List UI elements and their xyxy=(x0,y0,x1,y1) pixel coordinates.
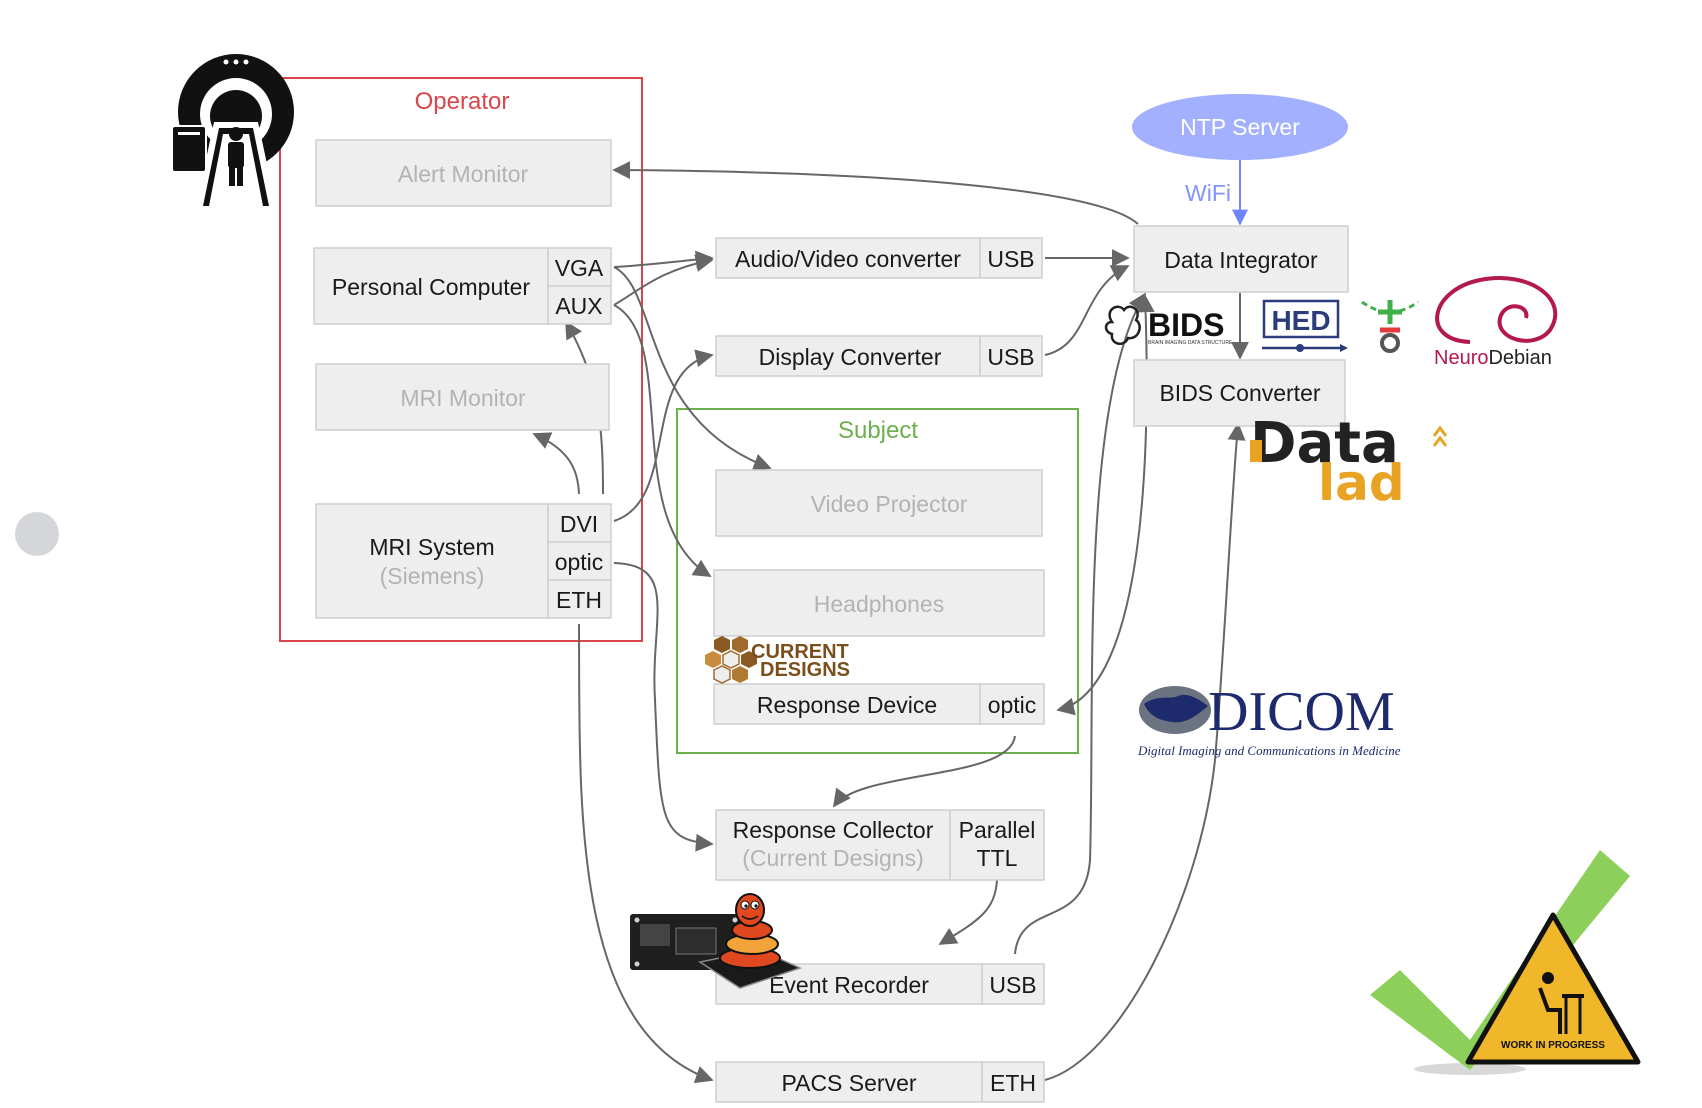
edge-vga-projector xyxy=(613,266,772,471)
edge-ttl-recorder xyxy=(938,879,998,945)
edge-mrieth-pacs xyxy=(578,623,714,1084)
personal-computer-label: Personal Computer xyxy=(332,274,530,300)
response-optic-port: optic xyxy=(988,692,1037,718)
ntp-server-label: NTP Server xyxy=(1180,114,1300,140)
mri-monitor-label: MRI Monitor xyxy=(400,385,526,411)
mri-optic-port: optic xyxy=(555,549,604,575)
mri-eth-port: ETH xyxy=(556,587,602,613)
headphones-label: Headphones xyxy=(814,591,944,617)
response-collector-sublabel: (Current Designs) xyxy=(742,845,924,871)
ntp-server-node: NTP Server xyxy=(1132,94,1348,160)
neurodebian-logo: NeuroDebian xyxy=(1434,276,1558,369)
subject-group-label: Subject xyxy=(838,417,918,444)
headphones-node: Headphones xyxy=(713,569,1045,637)
edge-pacseth-bids xyxy=(1044,422,1246,1081)
work-in-progress-badge: WORK IN PROGRESS xyxy=(1370,850,1641,1075)
response-device-label: Response Device xyxy=(757,692,937,718)
current-designs-text-1: CURRENT xyxy=(751,641,849,663)
bids-tagline: BRAIN IMAGING DATA STRUCTURE xyxy=(1148,340,1233,346)
data-integrator-node: Data Integrator xyxy=(1133,225,1349,293)
wip-label: WORK IN PROGRESS xyxy=(1501,1040,1605,1051)
edge-integrator-alert xyxy=(612,161,1139,225)
er-usb-port: USB xyxy=(989,972,1036,998)
bids-converter-node: BIDS Converter xyxy=(1133,359,1346,427)
datalad-logo: Data lad xyxy=(1250,411,1448,512)
event-recorder-label: Event Recorder xyxy=(769,972,929,998)
pc-aux-port: AUX xyxy=(555,293,602,319)
pacs-eth-port: ETH xyxy=(990,1070,1036,1096)
dicom-wordmark: DICOM xyxy=(1208,681,1395,743)
current-designs-logo: CURRENT DESIGNS xyxy=(705,636,850,684)
mri-dvi-port: DVI xyxy=(560,511,598,537)
rc-ttl-port: TTL xyxy=(977,845,1018,871)
av-converter-node: Audio/Video converter USB xyxy=(715,237,1043,279)
alert-monitor-node: Alert Monitor xyxy=(315,139,612,207)
edge-dvi-display xyxy=(613,349,714,522)
operator-group-label: Operator xyxy=(415,88,510,115)
data-integrator-label: Data Integrator xyxy=(1164,247,1318,273)
mri-monitor-node: MRI Monitor xyxy=(315,363,610,431)
edge-optic-collector xyxy=(832,735,1016,808)
bids-converter-label: BIDS Converter xyxy=(1159,380,1320,406)
wifi-link-label: WiFi xyxy=(1185,180,1231,206)
neurodebian-wordmark: NeuroDebian xyxy=(1434,347,1552,369)
alert-monitor-label: Alert Monitor xyxy=(398,161,529,187)
edge-dvi-mrimonitor xyxy=(532,432,580,495)
pacs-server-label: PACS Server xyxy=(781,1070,916,1096)
bids-wordmark: BIDS xyxy=(1148,307,1224,343)
edge-aux-headphones xyxy=(613,304,712,577)
pc-vga-port: VGA xyxy=(555,255,604,281)
bids-logo: BIDS BRAIN IMAGING DATA STRUCTURE xyxy=(1104,305,1233,346)
hed-logo: HED xyxy=(1262,299,1348,352)
git-annex-logo xyxy=(1361,300,1419,353)
av-usb-port: USB xyxy=(987,246,1034,272)
hed-wordmark: HED xyxy=(1271,305,1330,336)
edge-mrioptic-collector xyxy=(613,562,714,852)
current-designs-text-2: DESIGNS xyxy=(760,659,850,681)
mri-system-node: MRI System (Siemens) DVI optic ETH xyxy=(315,503,612,619)
rc-parallel-port: Parallel xyxy=(959,817,1036,843)
edge-integrator-optic xyxy=(1056,294,1155,716)
personal-computer-node: Personal Computer VGA AUX xyxy=(313,247,612,325)
datalad-wordmark-1: Data xyxy=(1250,411,1399,476)
mri-system-label: MRI System xyxy=(369,534,494,560)
microcontroller-snake-icon xyxy=(630,893,803,989)
display-converter-label: Display Converter xyxy=(759,344,942,370)
operator-group-frame xyxy=(279,77,643,642)
video-projector-node: Video Projector xyxy=(715,469,1043,537)
edge-aux-av xyxy=(613,254,714,306)
page-indicator-dot[interactable] xyxy=(15,512,59,556)
display-usb-port: USB xyxy=(987,344,1034,370)
video-projector-label: Video Projector xyxy=(811,491,968,517)
display-converter-node: Display Converter USB xyxy=(715,335,1043,377)
mri-scanner-icon xyxy=(171,54,294,206)
event-recorder-node: Event Recorder USB xyxy=(715,963,1045,1005)
mri-system-sublabel: (Siemens) xyxy=(380,563,485,589)
response-device-node: Response Device optic xyxy=(713,683,1045,725)
response-collector-node: Response Collector (Current Designs) Par… xyxy=(715,809,1045,881)
dicom-logo: DICOM Digital Imaging and Communications… xyxy=(1137,681,1401,758)
pacs-server-node: PACS Server ETH xyxy=(715,1061,1045,1103)
datalad-wordmark-2: lad xyxy=(1318,454,1405,512)
dicom-tagline: Digital Imaging and Communications in Me… xyxy=(1137,743,1401,758)
av-converter-label: Audio/Video converter xyxy=(735,246,961,272)
response-collector-label: Response Collector xyxy=(733,817,934,843)
